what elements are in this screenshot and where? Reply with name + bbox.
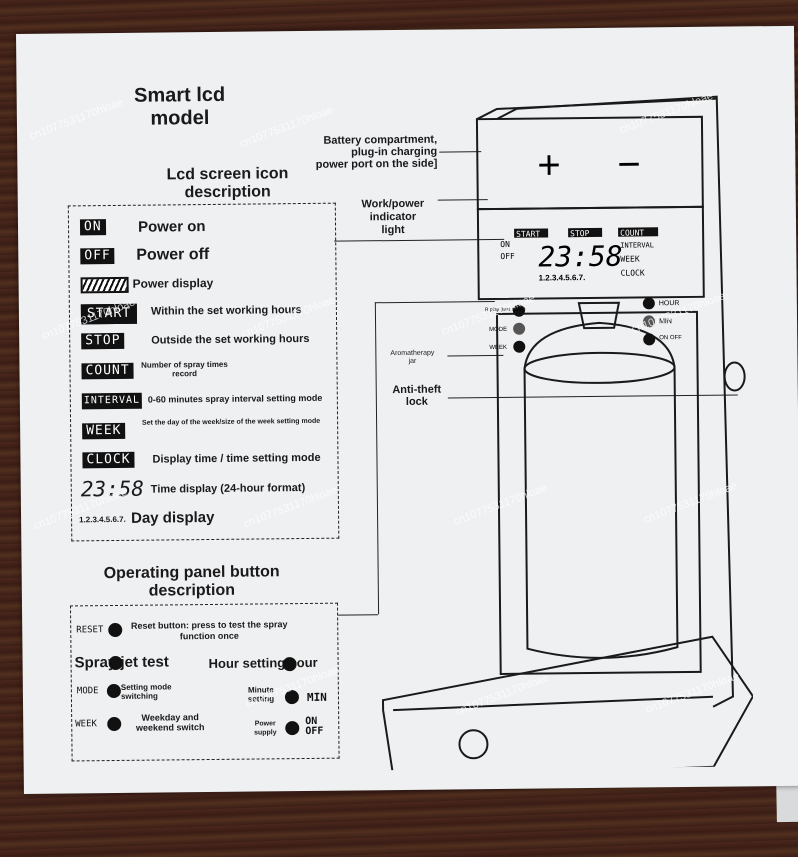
hour-button[interactable]: [282, 657, 297, 672]
min-key-label: MIN: [306, 690, 327, 704]
device-hour-label: HOUR: [659, 300, 680, 307]
device-min-label: MIN: [659, 318, 672, 325]
clock-icon: CLOCK: [82, 451, 135, 469]
battery-minus: −: [617, 142, 641, 186]
lcd-icon-label: 0-60 minutes spray interval setting mode: [147, 392, 323, 405]
week-key-label: WEEK: [75, 719, 97, 730]
mode-description: Setting mode switching: [120, 682, 172, 701]
lcd-icon-label: Day display: [130, 508, 215, 527]
power-description: Power supply: [254, 720, 277, 737]
lcd-icon-label: Number of spray times record: [141, 359, 228, 379]
device-buttons: R play (test spray) MODE WEEK HOUR MIN O…: [485, 297, 682, 353]
week-description: Weekday and weekend switch: [135, 712, 205, 733]
battery-plus: +: [537, 143, 561, 187]
reset-button[interactable]: [108, 622, 123, 638]
hour-setting-label: Hour setting hour: [208, 654, 318, 672]
lcd-interval: INTERVAL: [620, 241, 654, 249]
lcd-icon-label: Power on: [137, 218, 206, 236]
lcd-week: WEEK: [620, 254, 640, 263]
reset-key-label: RESET: [76, 625, 104, 636]
dispenser-illustration: + − START STOP COUNT ON OFF 23:58 1.2.3.…: [381, 95, 754, 771]
device-week-label: WEEK: [489, 345, 507, 351]
power-key-label: ON OFF: [305, 715, 324, 738]
count-icon: COUNT: [81, 362, 134, 380]
on-icon: ON: [79, 219, 106, 236]
lcd-count: COUNT: [620, 228, 644, 237]
week-button[interactable]: [107, 716, 122, 732]
battery-icon: [80, 276, 129, 294]
lcd-start: START: [516, 230, 540, 239]
lcd-days: 1.2.3.4.5.6.7.: [539, 273, 586, 282]
lcd-stop: STOP: [570, 229, 590, 238]
page-title: Smart lcd model: [133, 83, 226, 130]
power-button[interactable]: [285, 721, 300, 736]
interval-icon: INTERVAL: [81, 392, 143, 410]
stop-icon: STOP: [81, 332, 125, 350]
lcd-icon-label: Power off: [136, 245, 210, 264]
day-display-icon: 1.2.3.4.5.6.7.: [79, 514, 126, 525]
lcd-time: 23:58: [538, 240, 623, 274]
reset-description: Reset button: press to test the spray fu…: [130, 619, 288, 642]
spray-button[interactable]: [108, 655, 123, 671]
panel-section-title: Operating panel button description: [103, 563, 280, 600]
lcd-clock: CLOCK: [620, 268, 644, 277]
mode-button[interactable]: [106, 683, 121, 699]
mode-key-label: MODE: [76, 686, 99, 697]
manual-page: Smart lcd model Lcd screen icon descript…: [16, 25, 798, 794]
lcd-icon-label: Outside the set working hours: [151, 332, 310, 347]
off-icon: OFF: [80, 247, 115, 265]
lcd-on: ON: [500, 240, 510, 249]
device-reset-label: R play (test spray): [485, 307, 526, 313]
lcd-icon-label: Power display: [132, 275, 214, 291]
device-lcd: START STOP COUNT ON OFF 23:58 1.2.3.4.5.…: [500, 227, 659, 283]
lcd-off: OFF: [500, 252, 515, 261]
lcd-icon-label: Display time / time setting mode: [152, 451, 321, 466]
week-icon: WEEK: [82, 422, 126, 440]
device-mode-label: MODE: [489, 327, 507, 333]
device-onoff-label: ON OFF: [659, 335, 682, 341]
lcd-icon-label: Time display (24-hour format): [150, 481, 306, 496]
